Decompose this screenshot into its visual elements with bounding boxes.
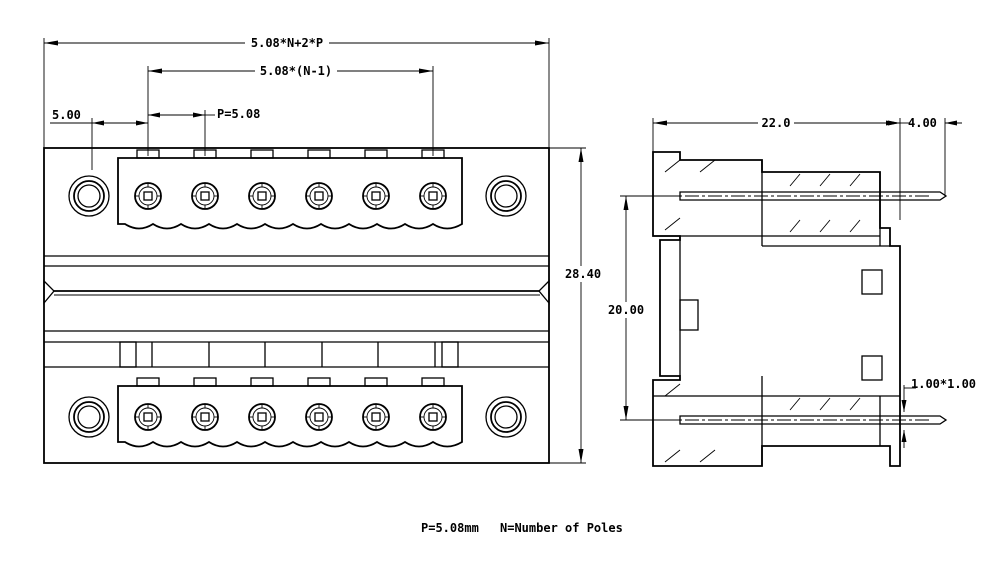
lower-pole-terminal — [191, 403, 219, 431]
upper-tab — [250, 149, 274, 159]
upper-tab — [421, 149, 445, 159]
lower-tab — [136, 377, 160, 387]
lower-plug-block — [117, 377, 463, 448]
lower-pole-terminal — [305, 403, 333, 431]
dim-overall-width-label: 5.08*N+2*P — [251, 36, 323, 50]
lower-tab — [193, 377, 217, 387]
front-view: 5.08*N+2*P 5.08*(N-1) P=5.08 — [43, 36, 606, 464]
dim-height-label: 28.40 — [565, 267, 601, 281]
upper-pole-terminal — [362, 182, 390, 210]
footer-note: P=5.08mm N=Number of Poles — [421, 521, 623, 535]
dim-pin-span: 5.08*(N-1) — [147, 64, 434, 156]
dim-height: 28.40 — [549, 147, 606, 464]
dim-edge-offset: 5.00 — [50, 108, 148, 170]
upper-pole-terminal — [419, 182, 447, 210]
header-tabs — [119, 341, 459, 368]
upper-pole-terminal — [191, 182, 219, 210]
poles-note: N=Number of Poles — [500, 521, 623, 535]
lower-tab — [421, 377, 445, 387]
dim-pin-section-label: 1.00*1.00 — [911, 377, 976, 391]
lower-pole-terminal — [362, 403, 390, 431]
dim-depth: 22.0 — [652, 116, 901, 220]
dim-depth-label: 22.0 — [762, 116, 791, 130]
dim-pin-extension-label: 4.00 — [908, 116, 937, 130]
dim-pitch-label: P=5.08 — [217, 107, 260, 121]
dim-overall-width: 5.08*N+2*P — [43, 36, 550, 148]
lower-tab — [307, 377, 331, 387]
upper-tab — [193, 149, 217, 159]
pitch-note: P=5.08mm — [421, 521, 479, 535]
latch-rod — [43, 279, 550, 305]
upper-pole-terminal — [248, 182, 276, 210]
upper-pole-terminal — [134, 182, 162, 210]
lower-pole-terminal — [419, 403, 447, 431]
lower-tab — [250, 377, 274, 387]
dim-pin-section: 1.00*1.00 — [901, 377, 976, 448]
mounting-screw-top-left — [68, 175, 110, 217]
upper-tab — [364, 149, 388, 159]
dim-pin-spacing: 20.00 — [603, 195, 680, 421]
mounting-screw-top-right — [485, 175, 527, 217]
dim-pin-extension: 4.00 — [888, 116, 962, 196]
upper-tab — [136, 149, 160, 159]
upper-pole-terminal — [305, 182, 333, 210]
lower-pole-terminal — [248, 403, 276, 431]
upper-tab — [307, 149, 331, 159]
mounting-screw-bottom-right — [485, 396, 527, 438]
side-pin-upper — [662, 191, 948, 201]
upper-plug-block — [117, 149, 463, 230]
dim-pin-spacing-label: 20.00 — [608, 303, 644, 317]
dim-pin-span-label: 5.08*(N-1) — [260, 64, 332, 78]
lower-pole-terminal — [134, 403, 162, 431]
side-pin-lower — [662, 415, 948, 425]
side-body-outline — [652, 151, 901, 467]
lower-tab — [364, 377, 388, 387]
dim-edge-offset-label: 5.00 — [52, 108, 81, 122]
mounting-screw-bottom-left — [68, 396, 110, 438]
side-view: 22.0 4.00 20.00 1.00*1 — [603, 116, 976, 467]
side-hatching — [664, 159, 861, 463]
housing-outline — [43, 147, 550, 464]
